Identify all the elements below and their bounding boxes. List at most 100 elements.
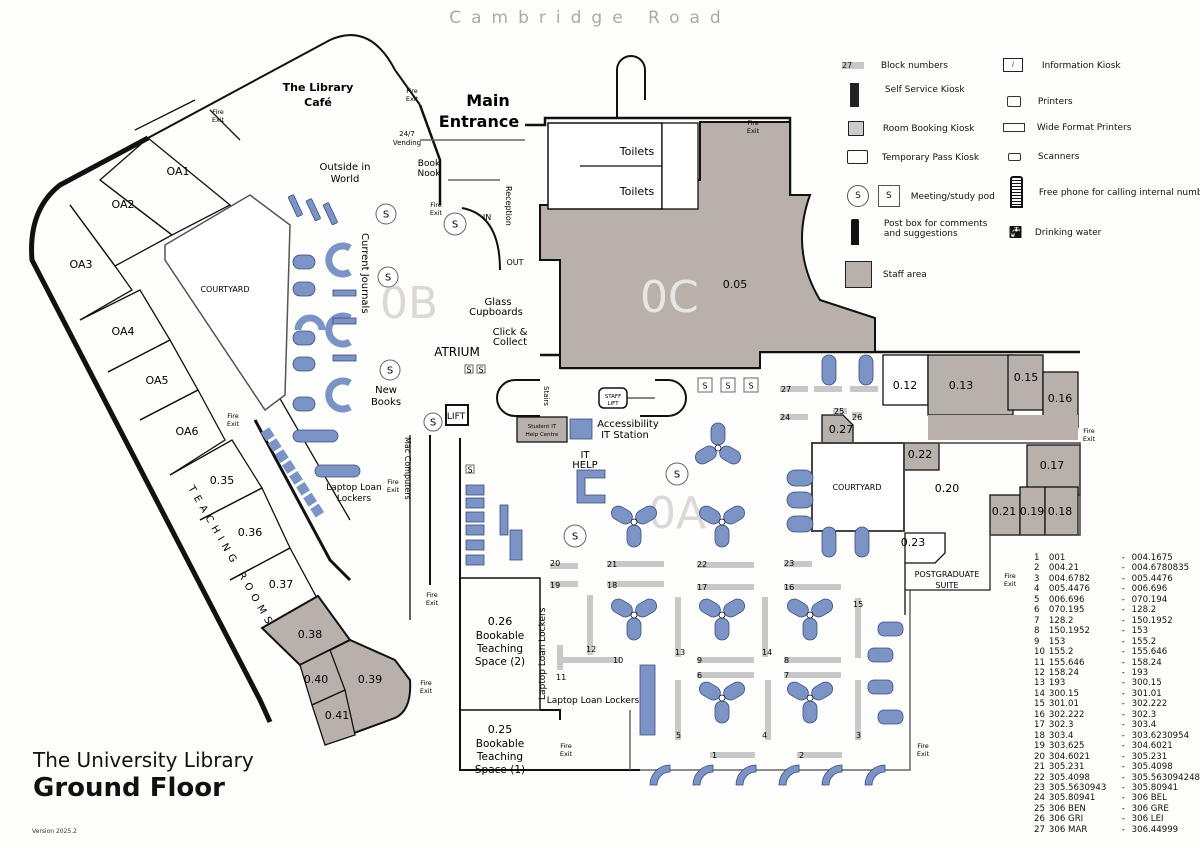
range-from: 001	[1048, 553, 1066, 563]
block-number-label: 10	[613, 656, 623, 665]
printer-icon	[1007, 96, 1021, 107]
trefoil-desk	[787, 598, 833, 641]
range-dash: -	[1121, 626, 1125, 637]
desk	[465, 511, 485, 523]
desk	[867, 679, 894, 695]
fire-exit-label: Exit	[406, 95, 419, 103]
range-to: 155.646	[1131, 647, 1168, 658]
room-oa3: OA3	[70, 258, 93, 271]
staff-lift-label-2: LIFT	[607, 401, 619, 407]
study-pod[interactable]: S	[377, 266, 399, 288]
shelf-block-1	[710, 752, 755, 758]
range-dash: -	[1121, 594, 1125, 605]
fire-exit-label: Fire	[747, 119, 759, 127]
shelf-block-6	[697, 672, 754, 678]
svg-text:S: S	[452, 220, 458, 231]
vending-label-2: Vending	[393, 139, 421, 147]
scanner-icon	[1008, 152, 1021, 161]
study-pod[interactable]: S	[743, 377, 759, 393]
fire-exit-label: Fire	[212, 108, 224, 116]
svg-text:S: S	[387, 366, 393, 377]
block-number: 3	[1034, 573, 1040, 584]
range-from: 304.6021	[1048, 751, 1090, 762]
room-0-18: 0.18	[1048, 505, 1073, 518]
study-pod[interactable]: S	[476, 364, 486, 375]
desk	[465, 484, 485, 496]
desk	[877, 709, 904, 725]
it-help-label: IT	[580, 450, 590, 461]
shelf-block-2	[797, 752, 842, 758]
study-pod[interactable]: S	[423, 412, 443, 432]
range-dash: -	[1121, 803, 1125, 814]
range-from: 302.3	[1048, 720, 1074, 731]
fire-exit-label: Fire	[430, 201, 442, 209]
block-number: 12	[1034, 667, 1045, 678]
block-number: 24	[1034, 793, 1045, 804]
shelf-block-8	[784, 657, 841, 663]
block-number: 17	[1034, 720, 1045, 731]
curved-seat	[735, 764, 757, 786]
range-to: 305.231	[1131, 751, 1168, 762]
furniture	[260, 194, 904, 786]
block-number: 6	[1034, 605, 1040, 616]
block-number-label: 21	[607, 560, 617, 569]
study-pod[interactable]: S	[697, 377, 713, 393]
range-dash: -	[1121, 605, 1125, 616]
block-number: 22	[1034, 772, 1045, 783]
phone-icon	[1010, 176, 1023, 208]
range-dash: -	[1121, 678, 1125, 689]
version-label: Version 2025.2	[32, 828, 77, 835]
study-pod[interactable]: S	[563, 524, 587, 548]
block-number-label: 5	[676, 731, 681, 740]
shelf-block-21	[607, 561, 664, 567]
range-from: 150.1952	[1048, 626, 1090, 637]
study-pod[interactable]: S	[464, 364, 474, 375]
courtyard-west-label: COURTYARD	[200, 285, 249, 294]
curved-seat	[778, 764, 800, 786]
svg-text:S: S	[383, 210, 389, 221]
study-pod[interactable]: S	[720, 377, 736, 393]
accessibility-label: Accessibility	[597, 419, 659, 430]
legend-phone: Free phone for calling internal numbers	[1010, 176, 1200, 208]
information-kiosk-icon: i	[1003, 58, 1023, 72]
range-to: 070.194	[1131, 594, 1168, 605]
study-pod[interactable]: S	[665, 462, 689, 486]
range-to: 304.6021	[1131, 741, 1173, 752]
study-pod[interactable]: S	[465, 464, 475, 475]
main-entrance-label: Main	[466, 91, 510, 110]
fire-exit-label: Fire	[387, 478, 399, 486]
book-nook-label-2: Nook	[418, 169, 442, 179]
atrium-stairs	[445, 379, 687, 443]
study-pod[interactable]: S	[375, 203, 397, 225]
study-pod[interactable]: S	[379, 359, 401, 381]
curved-seat	[649, 764, 671, 786]
shelf-block	[850, 386, 878, 392]
new-books-label-2: Books	[371, 397, 401, 408]
shelf-block-26	[852, 412, 862, 418]
range-dash: -	[1121, 730, 1125, 741]
shelf-block-24	[780, 414, 808, 420]
shelf-block-22	[697, 562, 754, 568]
block-number: 13	[1034, 678, 1045, 689]
trefoil-desk	[787, 681, 833, 724]
legend-post-box: Post box for comments and suggestions	[851, 219, 994, 245]
range-from: 305.5630943	[1048, 782, 1107, 793]
shelf-block-13	[675, 597, 681, 657]
study-pod[interactable]: S	[443, 212, 467, 236]
range-from: 005.4476	[1048, 584, 1090, 595]
room-0-23: 0.23	[901, 536, 926, 549]
range-to: 306 GRE	[1131, 803, 1169, 814]
staff-lift-label: STAFF	[605, 394, 622, 400]
room-0-38: 0.38	[298, 628, 323, 641]
legend-block-numbers: 27 Block numbers	[842, 61, 948, 71]
range-from: 305.80941	[1048, 793, 1096, 804]
room-0-36: 0.36	[238, 526, 263, 539]
block-number: 14	[1034, 688, 1045, 699]
student-it-label: Student IT	[528, 424, 557, 430]
